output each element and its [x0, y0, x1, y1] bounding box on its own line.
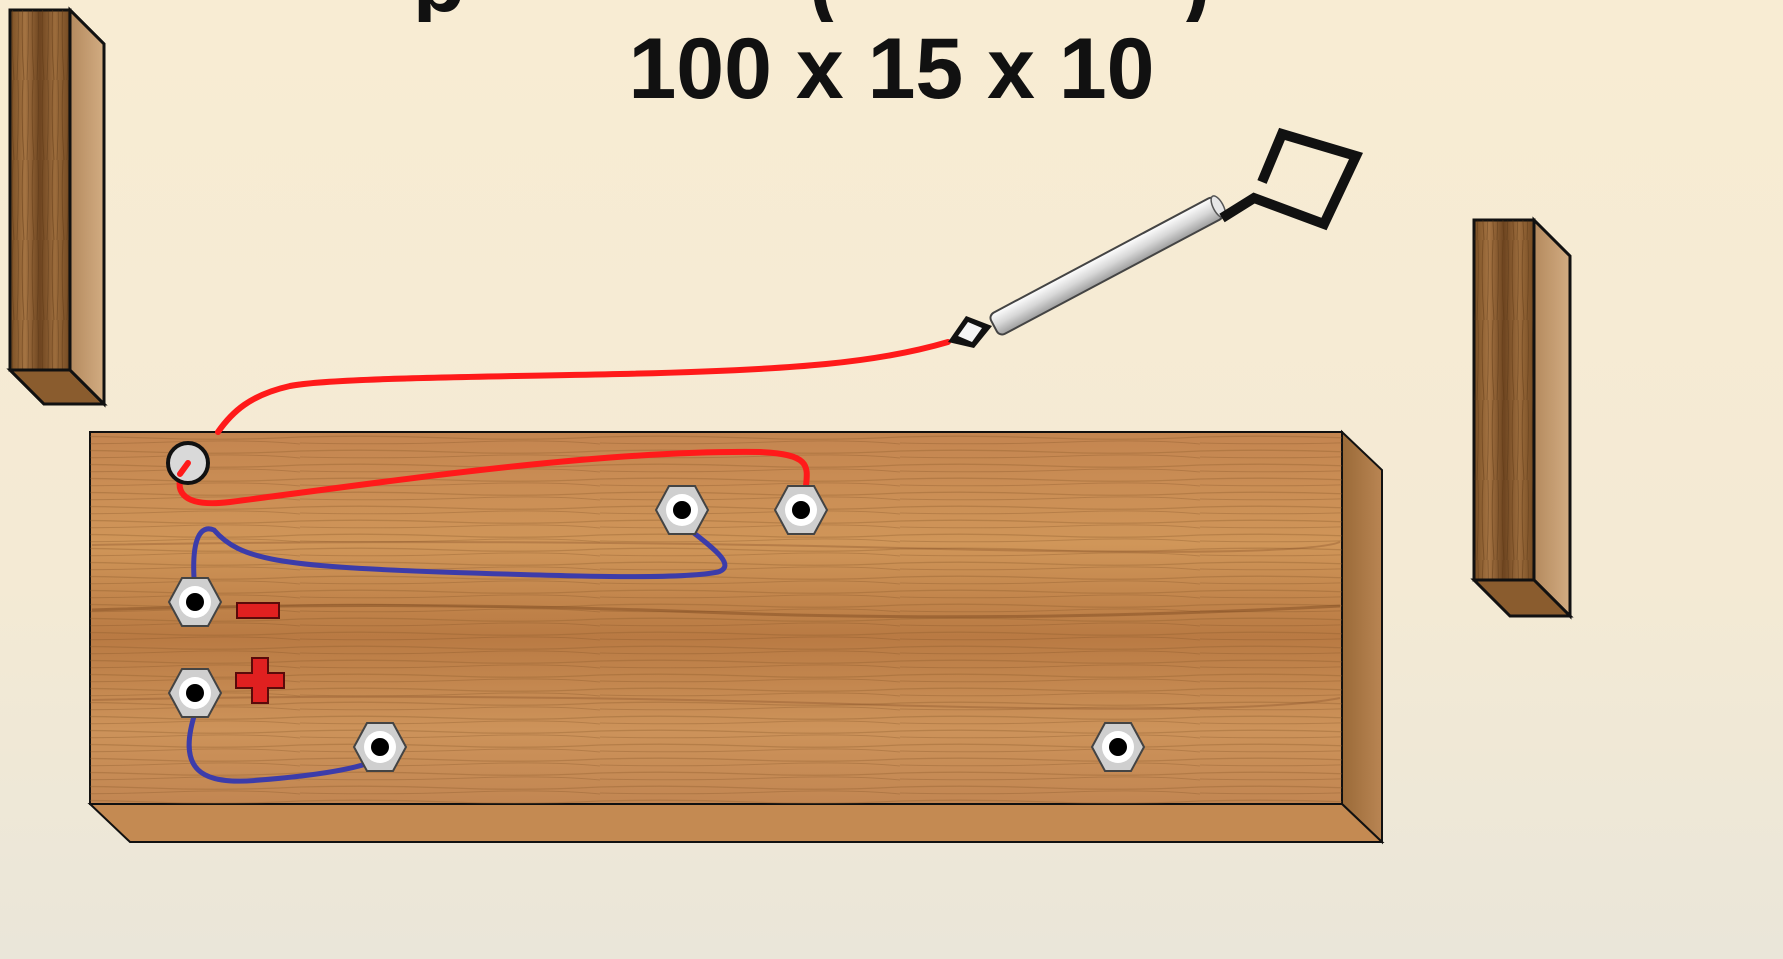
terminal-plus[interactable]	[167, 668, 223, 718]
terminal-bottom-middle[interactable]	[352, 722, 408, 772]
right-wood-post	[1470, 216, 1574, 620]
page-title-dimensions: 100 x 15 x 10	[628, 21, 1155, 117]
minus-sign-icon	[236, 602, 280, 619]
terminal-top-left[interactable]	[654, 485, 710, 535]
red-wire-loop	[176, 448, 810, 507]
probe-icon[interactable]	[948, 127, 1364, 348]
blue-wire-upper	[191, 526, 728, 581]
red-wire-probe	[215, 339, 951, 435]
terminal-bottom-right[interactable]	[1090, 722, 1146, 772]
plus-sign-icon	[235, 657, 285, 704]
socket-icon[interactable]	[166, 441, 210, 485]
terminal-top-right[interactable]	[773, 485, 829, 535]
left-wood-post	[6, 6, 108, 408]
page-title-partial: p ( )	[0, 0, 1783, 22]
blue-wire-lower	[186, 707, 375, 784]
terminal-minus[interactable]	[167, 577, 223, 627]
